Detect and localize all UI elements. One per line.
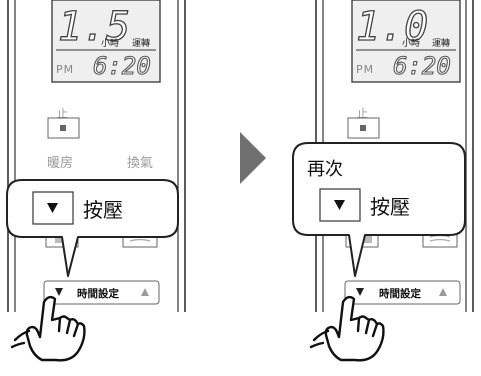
stop-square-icon — [360, 125, 366, 131]
down-triangle-icon — [334, 200, 345, 210]
time-down-button[interactable] — [356, 288, 364, 296]
ventilation-label: 換氣 — [127, 156, 153, 171]
down-triangle-icon — [356, 288, 364, 296]
clock-time: 6:20 — [93, 52, 151, 80]
time-up-button[interactable] — [141, 288, 149, 296]
down-triangle-icon — [55, 288, 63, 296]
stop-label: 止 — [57, 107, 68, 120]
bubble-instruction: 按壓 — [370, 195, 410, 219]
mode-indicator: 運轉 — [432, 37, 450, 49]
up-triangle-icon — [141, 288, 149, 296]
remote-panel-right: 1.0 小時 運轉 PM 6:20 止 時間設定 再次 按 — [292, 0, 474, 362]
down-triangle-icon — [47, 203, 58, 213]
lcd-display — [51, 0, 161, 83]
next-step-arrow-icon — [240, 132, 266, 184]
ampm-indicator: PM — [56, 63, 74, 76]
stop-square-icon — [60, 125, 66, 131]
time-setting-label: 時間設定 — [77, 287, 119, 300]
pointing-hand-icon — [10, 295, 86, 362]
lcd-display — [351, 0, 461, 83]
time-setting-strip — [43, 280, 160, 305]
hours-digits: 1.0 — [356, 4, 428, 50]
up-triangle-icon — [439, 288, 447, 296]
hours-digits: 1.5 — [58, 4, 130, 50]
speech-bubble — [292, 142, 466, 277]
bubble-instruction: 按壓 — [83, 198, 123, 222]
pointing-hand-icon — [309, 295, 385, 362]
bubble-title: 再次 — [307, 159, 343, 180]
time-up-button[interactable] — [439, 288, 447, 296]
ampm-indicator: PM — [356, 63, 374, 76]
hours-unit: 小時 — [101, 38, 119, 49]
time-setting-strip — [344, 280, 461, 305]
stop-label: 止 — [357, 107, 368, 120]
time-setting-label: 時間設定 — [379, 287, 421, 300]
remote-panel-left: 1.5 小時 運轉 PM 6:20 止 暖房 換氣 時間設定 — [6, 0, 186, 362]
hours-unit: 小時 — [402, 38, 420, 49]
time-down-button[interactable] — [55, 288, 63, 296]
mode-indicator: 運轉 — [132, 37, 150, 49]
heating-label: 暖房 — [47, 155, 73, 171]
clock-time: 6:20 — [393, 52, 451, 80]
